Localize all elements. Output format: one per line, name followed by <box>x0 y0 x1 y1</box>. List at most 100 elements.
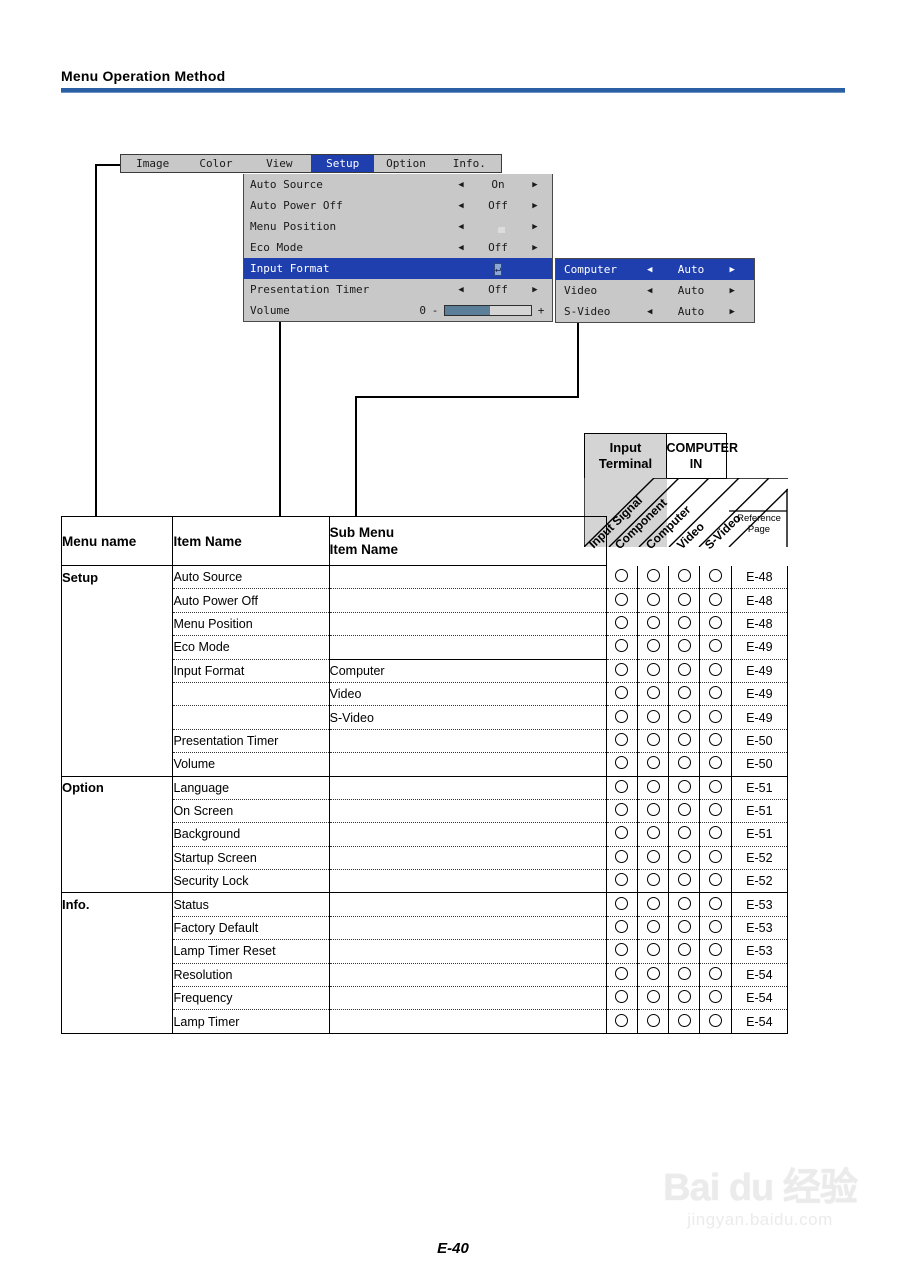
osd-tab-setup[interactable]: Setup <box>310 155 375 172</box>
cell-support-component <box>606 565 638 590</box>
osd-label-input-format: Input Format <box>250 262 330 275</box>
circle-icon <box>615 686 629 700</box>
minus-icon[interactable]: - <box>431 304 439 317</box>
cell-item-name: Security Lock <box>172 869 330 894</box>
arrow-right-icon[interactable]: ▶ <box>532 221 538 232</box>
circle-icon <box>677 990 691 1004</box>
arrow-right-icon[interactable]: ▶ <box>532 179 538 190</box>
arrow-left-icon[interactable]: ◀ <box>647 285 653 296</box>
osd-tab-image[interactable]: Image <box>136 157 170 170</box>
volume-track[interactable] <box>444 305 532 316</box>
circle-icon <box>646 592 660 606</box>
circle-icon <box>646 568 660 582</box>
osd-sub-row-computer[interactable]: Computer ◀ Auto ▶ <box>556 259 754 280</box>
enter-key-icon: ↵ <box>493 263 503 276</box>
cell-item-name: Startup Screen <box>172 846 330 871</box>
circle-icon <box>646 686 660 700</box>
cell-menu-name: Setup <box>60 565 174 589</box>
cell-support-s-video <box>699 659 732 683</box>
cell-item-name: Language <box>172 776 330 800</box>
arrow-right-icon[interactable]: ▶ <box>729 285 735 296</box>
cell-support-video <box>668 752 701 777</box>
osd-row-presentation-timer[interactable]: Presentation Timer ◀ Off ▶ <box>244 279 552 300</box>
cell-support-video <box>668 916 701 941</box>
osd-row-auto-source[interactable]: Auto Source ◀ On ▶ <box>244 174 552 195</box>
osd-tab-option[interactable]: Option <box>386 157 426 170</box>
arrow-left-icon[interactable]: ◀ <box>647 264 653 275</box>
cell-support-computer <box>637 776 670 800</box>
arrow-right-icon[interactable]: ▶ <box>532 242 538 253</box>
header-menu-name: Menu name <box>60 516 174 566</box>
circle-icon <box>615 709 629 723</box>
cell-support-video <box>668 986 701 1011</box>
osd-row-input-format[interactable]: Input Format ↵ <box>244 258 552 279</box>
circle-icon <box>709 990 723 1004</box>
cell-menu-name <box>60 799 174 823</box>
arrow-left-icon[interactable]: ◀ <box>458 242 464 253</box>
volume-slider[interactable]: 0 - + <box>412 304 546 317</box>
cell-support-computer <box>637 1009 670 1034</box>
cell-menu-name <box>60 682 174 706</box>
circle-icon <box>615 662 629 676</box>
cell-reference-page: E-49 <box>731 682 789 707</box>
osd-label-volume: Volume <box>250 304 290 317</box>
circle-icon <box>646 732 660 746</box>
osd-sub-row-video[interactable]: Video ◀ Auto ▶ <box>556 280 754 301</box>
osd-row-menu-position[interactable]: Menu Position ◀ ▶ <box>244 216 552 237</box>
cell-sub-menu-item-name <box>329 986 607 1011</box>
circle-icon <box>677 966 691 980</box>
osd-row-eco-mode[interactable]: Eco Mode ◀ Off ▶ <box>244 237 552 258</box>
osd-tab-color[interactable]: Color <box>199 157 233 170</box>
arrow-left-icon[interactable]: ◀ <box>458 221 464 232</box>
cell-support-video <box>668 659 701 683</box>
cell-reference-page: E-53 <box>731 892 789 917</box>
circle-icon <box>709 662 723 676</box>
cell-menu-name <box>60 869 174 894</box>
header-rule-thin <box>61 92 845 93</box>
cell-menu-name <box>60 635 174 660</box>
arrow-right-icon[interactable]: ▶ <box>729 306 735 317</box>
cell-sub-menu-item-name <box>329 846 607 871</box>
cell-support-component <box>606 729 638 754</box>
cell-item-name: Lamp Timer Reset <box>172 939 330 964</box>
arrow-left-icon[interactable]: ◀ <box>458 179 464 190</box>
cell-menu-name <box>60 659 174 683</box>
osd-sub-value-video: Auto <box>677 284 705 297</box>
arrow-right-icon[interactable]: ▶ <box>532 284 538 295</box>
circle-icon <box>646 779 660 793</box>
reference-page-header: Reference Page <box>732 513 786 535</box>
cell-sub-menu-item-name <box>329 916 607 941</box>
cell-support-s-video <box>699 869 732 894</box>
osd-tab-view[interactable]: View <box>266 157 293 170</box>
circle-icon <box>646 826 660 840</box>
cell-sub-menu-item-name <box>329 892 607 917</box>
cell-reference-page: E-49 <box>731 659 789 683</box>
cell-support-s-video <box>699 799 732 824</box>
osd-sub-row-s-video[interactable]: S-Video ◀ Auto ▶ <box>556 301 754 322</box>
circle-icon <box>615 732 629 746</box>
osd-row-auto-power-off[interactable]: Auto Power Off ◀ Off ▶ <box>244 195 552 216</box>
cell-support-component <box>606 659 638 683</box>
cell-support-s-video <box>699 963 732 988</box>
cell-sub-menu-item-name: Computer <box>329 658 607 683</box>
header-spacer-reference <box>731 517 787 566</box>
cell-support-s-video <box>699 776 732 800</box>
arrow-right-icon[interactable]: ▶ <box>532 200 538 211</box>
plus-icon[interactable]: + <box>537 304 545 317</box>
circle-icon <box>709 826 723 840</box>
arrow-left-icon[interactable]: ◀ <box>458 284 464 295</box>
circle-icon <box>709 615 723 629</box>
cell-item-name: Frequency <box>172 986 330 1011</box>
arrow-left-icon[interactable]: ◀ <box>458 200 464 211</box>
circle-icon <box>677 896 691 910</box>
arrow-left-icon[interactable]: ◀ <box>647 306 653 317</box>
cell-support-computer <box>637 705 670 730</box>
arrow-right-icon[interactable]: ▶ <box>729 264 735 275</box>
osd-tab-info[interactable]: Info. <box>452 157 486 170</box>
osd-row-volume[interactable]: Volume 0 - + <box>244 300 552 321</box>
